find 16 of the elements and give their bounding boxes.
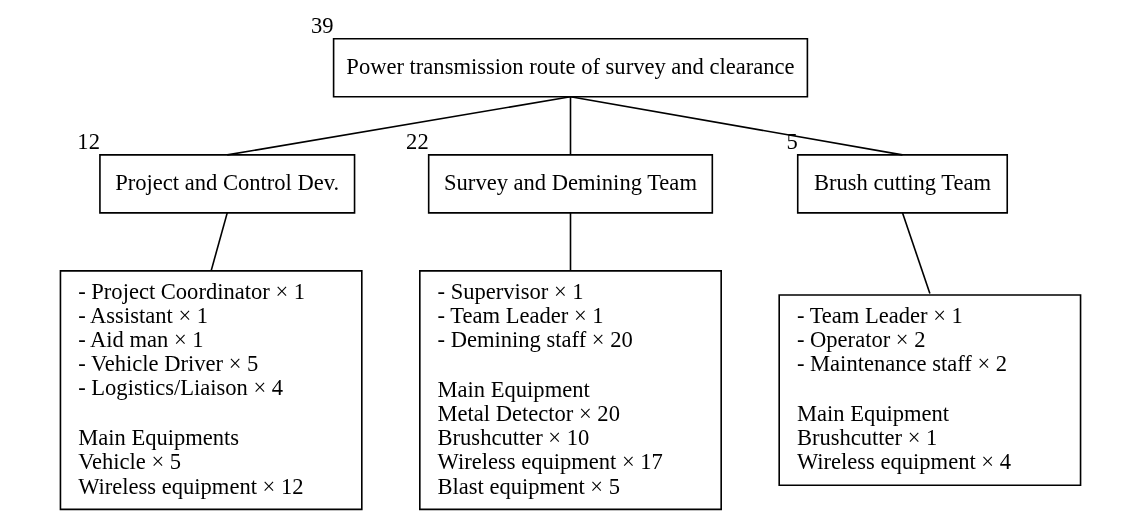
connector [901, 212, 931, 295]
connector [225, 96, 571, 156]
connector [569, 212, 571, 272]
node-box: Power transmission route of survey and clearance [332, 38, 808, 98]
node-label: 12 [76, 128, 100, 154]
node-box: - Team Leader × 1 - Operator × 2 - Maintenance staff × 2 Main Equipment Brushcutter × 1 Wireless equipment × 4 [777, 294, 1081, 486]
node-label: 39 [310, 12, 334, 38]
connector [569, 96, 571, 156]
node-box: - Project Coordinator × 1 - Assistant × 1 - Aid man × 1 - Vehicle Driver × 5 - Logistics/Liaison × 4 Main Equipments Vehicle × 5 Wireless equipment × 12 [59, 270, 363, 511]
node-box: - Supervisor × 1 - Team Leader × 1 - Demining staff × 20 Main Equipment Metal Detector × 20 Brushcutter × 10 Wireless equipment × 17 Blast equipment × 5 [418, 270, 722, 511]
node-box: Brush cutting Team [796, 154, 1008, 214]
node-box: Survey and Demining Team [427, 154, 713, 214]
node-label: 22 [405, 128, 429, 154]
connector [569, 96, 903, 156]
connector [209, 212, 228, 272]
node-box: Project and Control Dev. [98, 154, 355, 214]
